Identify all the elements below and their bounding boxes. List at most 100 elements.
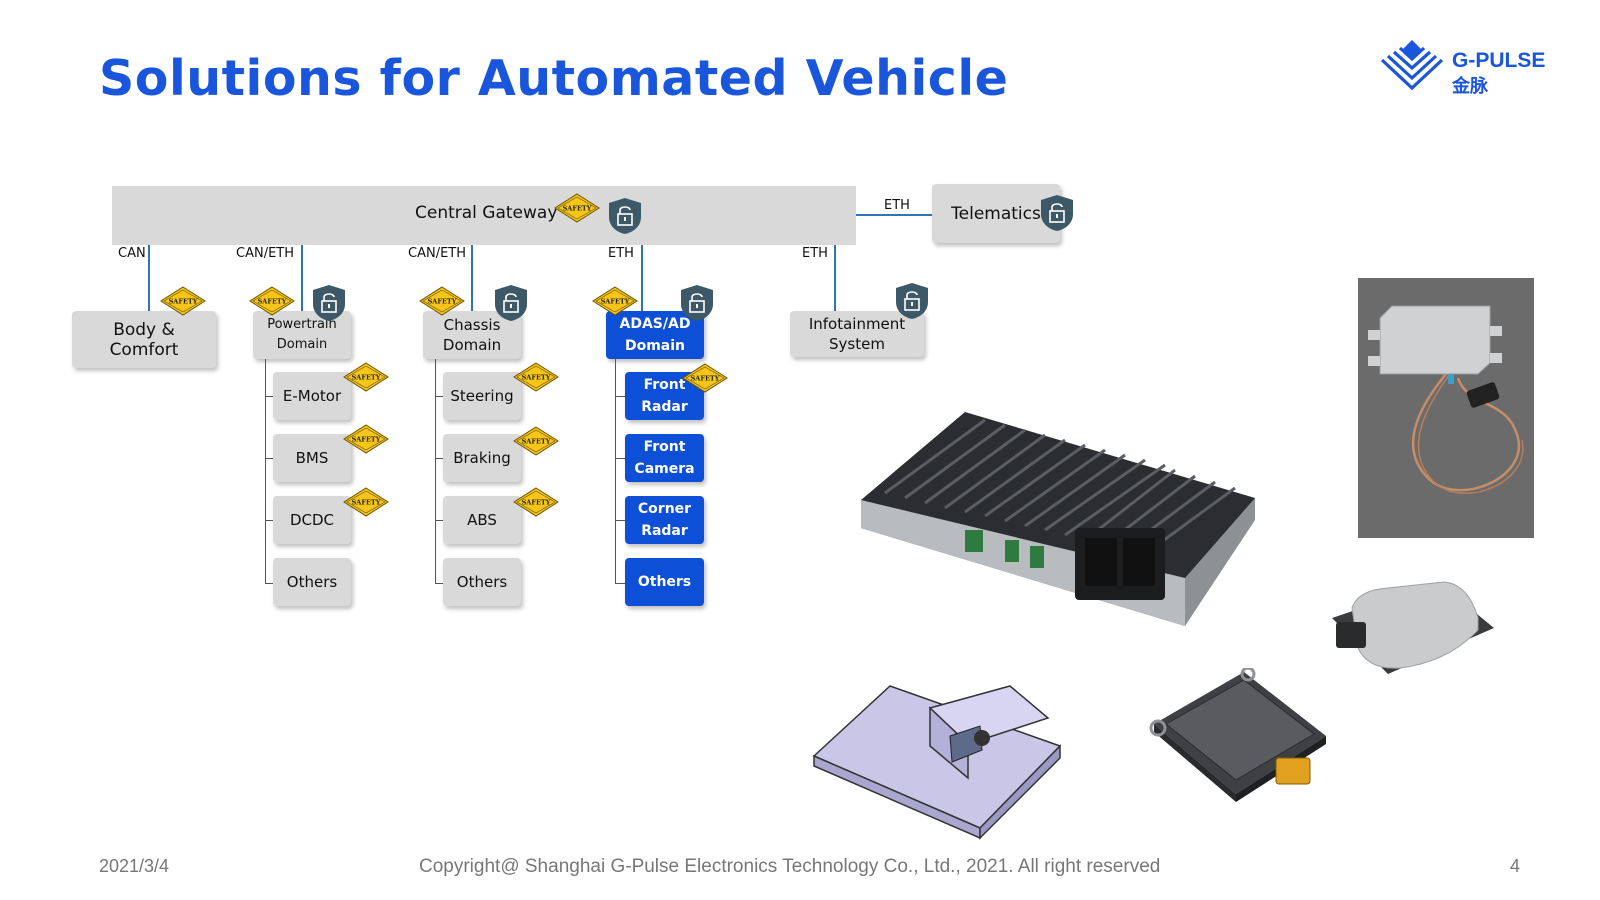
domain-label-line: Chassis <box>443 316 501 334</box>
bus-line <box>471 245 473 311</box>
branch-tick <box>435 520 443 521</box>
safety-badge-icon <box>513 426 559 456</box>
telematics-box: Telematics <box>932 184 1060 243</box>
branch-line <box>435 359 436 584</box>
safety-badge-icon <box>682 363 728 393</box>
item-label: Steering <box>450 387 514 405</box>
adas-domain: ADAS/AD Domain <box>606 311 704 359</box>
domain-label-line: Infotainment <box>808 315 906 333</box>
safety-badge-icon <box>249 286 295 316</box>
powertrain-item: E-Motor <box>273 372 351 420</box>
domain-label-line: Domain <box>276 337 328 352</box>
branch-tick <box>615 583 625 584</box>
item-label: Others <box>286 573 338 591</box>
central-gateway-bar <box>112 186 856 245</box>
body-comfort-domain: Body &Comfort <box>72 311 216 368</box>
safety-badge-icon <box>554 193 600 223</box>
safety-badge-icon <box>343 362 389 392</box>
safety-badge-icon <box>592 286 638 316</box>
bus-line <box>834 245 836 311</box>
security-lock-icon <box>494 284 528 322</box>
chassis-item: Braking <box>443 434 521 482</box>
bus-label-can-eth: CAN/ETH <box>236 246 295 261</box>
corner-radar-image <box>1332 581 1494 674</box>
chassis-item: ABS <box>443 496 521 544</box>
domain-label-line: Comfort <box>109 339 179 360</box>
logo-text: G-PULSE <box>1452 49 1546 72</box>
bus-label-eth: ETH <box>608 246 634 261</box>
branch-line <box>615 359 616 584</box>
item-label: Others <box>637 574 692 590</box>
radar-sensor-image <box>1149 668 1326 802</box>
item-label: BMS <box>295 449 329 467</box>
item-label-line: Front <box>643 377 686 393</box>
eth-link-line <box>856 214 932 216</box>
central-gateway-label: Central Gateway <box>415 203 558 223</box>
adas-item-others: Others <box>625 558 704 606</box>
powertrain-item: DCDC <box>273 496 351 544</box>
safety-badge-icon <box>513 362 559 392</box>
branch-line <box>265 359 266 584</box>
page-number: 4 <box>1510 856 1521 876</box>
safety-badge-icon <box>343 487 389 517</box>
safety-badge-icon <box>160 286 206 316</box>
item-label-line: Front <box>643 439 686 455</box>
security-lock-icon <box>608 197 642 235</box>
bus-label-eth: ETH <box>802 246 828 261</box>
bus-line <box>301 245 303 311</box>
domain-label-line: Domain <box>442 336 502 354</box>
safety-badge-icon <box>513 487 559 517</box>
branch-tick <box>615 396 625 397</box>
g-pulse-logo-icon <box>1380 40 1444 90</box>
item-label-line: Radar <box>641 523 688 539</box>
security-lock-icon <box>895 282 929 320</box>
safety-badge-icon <box>419 286 465 316</box>
branch-tick <box>265 458 273 459</box>
branch-tick <box>615 520 625 521</box>
chassis-item: Steering <box>443 372 521 420</box>
item-label: Braking <box>453 449 511 467</box>
item-label: DCDC <box>289 511 335 529</box>
footer-date: 2021/3/4 <box>99 856 170 876</box>
branch-tick <box>265 583 273 584</box>
item-label: Others <box>456 573 508 591</box>
item-label-line: Corner <box>637 501 692 517</box>
branch-tick <box>435 396 443 397</box>
branch-tick <box>435 458 443 459</box>
bus-label-can: CAN <box>118 246 146 261</box>
security-lock-icon <box>312 284 346 322</box>
item-label: E-Motor <box>282 387 342 405</box>
chassis-item: Others <box>443 558 521 606</box>
branch-tick <box>265 396 273 397</box>
powertrain-item: Others <box>273 558 351 606</box>
domain-label-line: Body & <box>113 319 175 340</box>
radar-unit-photo <box>1358 278 1534 538</box>
item-label-line: Radar <box>641 399 688 415</box>
domain-label-line: Powertrain <box>267 317 337 332</box>
domain-label-line: Domain <box>624 338 686 354</box>
domain-label-line: ADAS/AD <box>619 316 691 332</box>
telematics-label: Telematics <box>951 203 1041 224</box>
bus-label-can-eth: CAN/ETH <box>408 246 467 261</box>
branch-tick <box>265 520 273 521</box>
powertrain-item: BMS <box>273 434 351 482</box>
item-label-line: Camera <box>634 461 695 477</box>
footer-copyright: Copyright@ Shanghai G-Pulse Electronics … <box>419 856 1161 877</box>
domain-controller-image <box>861 412 1255 626</box>
safety-badge-icon <box>343 424 389 454</box>
bus-line <box>641 245 643 311</box>
domain-label-line: System <box>829 335 885 353</box>
slide-title: Solutions for Automated Vehicle <box>99 50 1009 107</box>
branch-tick <box>435 583 443 584</box>
branch-tick <box>615 458 625 459</box>
eth-link-label: ETH <box>884 198 910 213</box>
item-label: ABS <box>467 511 497 529</box>
security-lock-icon <box>680 284 714 322</box>
front-camera-image <box>812 685 1062 840</box>
logo-chinese-text: 金脉 <box>1452 76 1488 97</box>
